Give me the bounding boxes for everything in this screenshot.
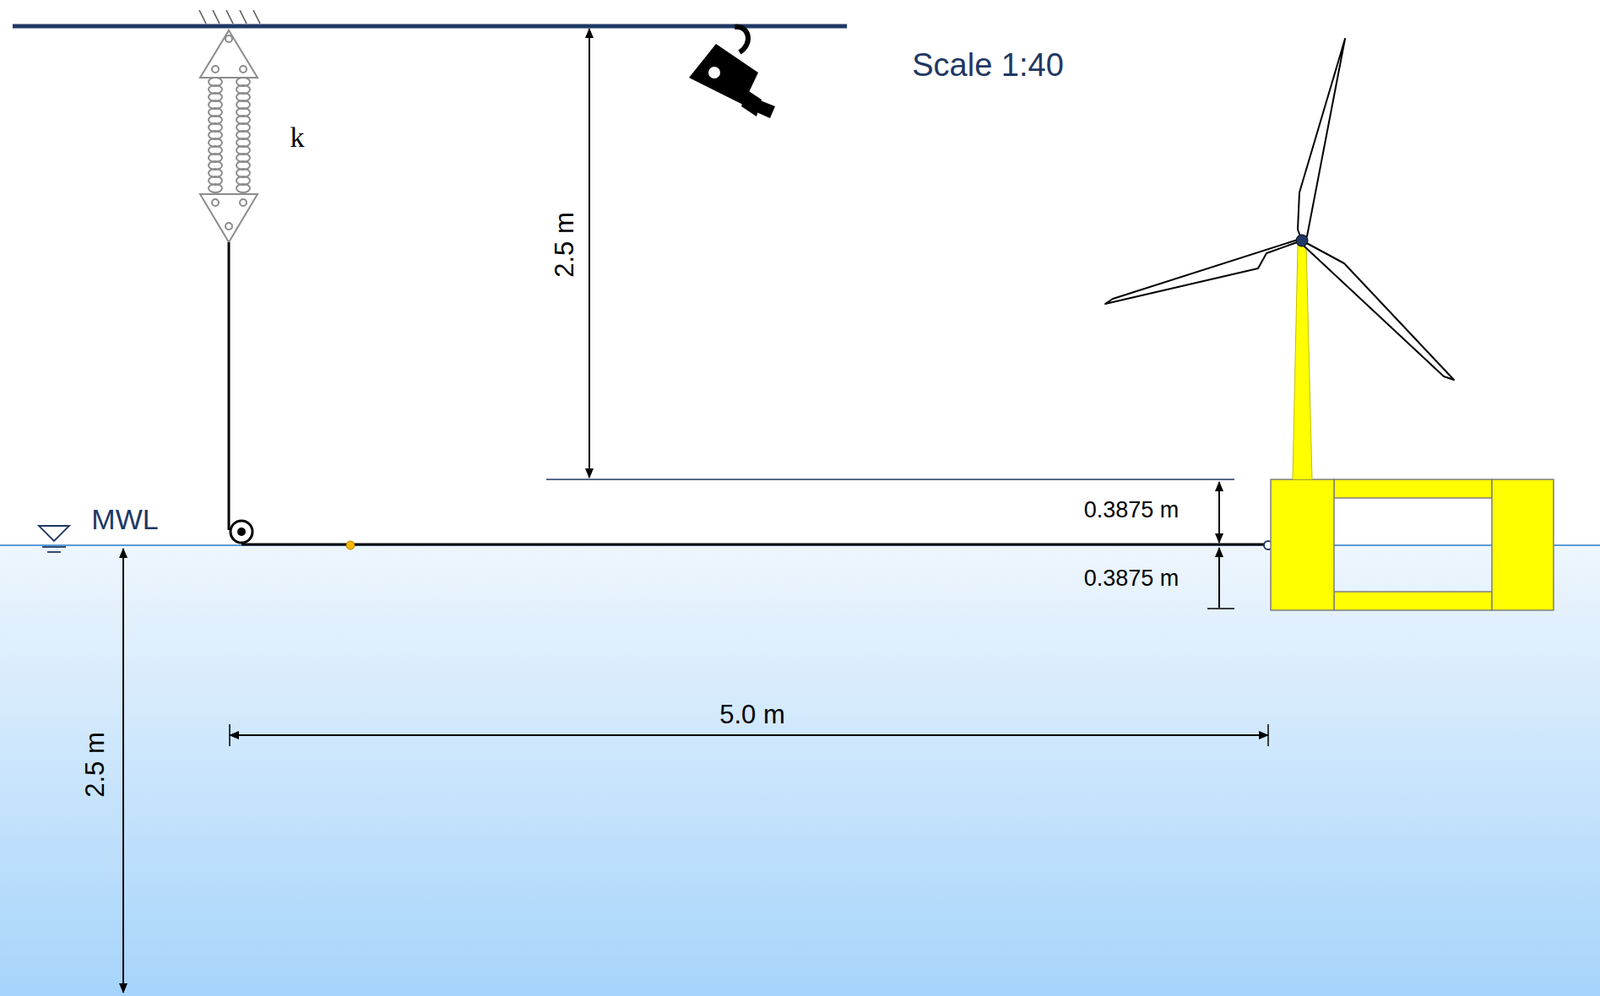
spring-stiffness-label: k: [290, 123, 305, 152]
dimension-line: [588, 28, 591, 478]
turbine-rotor: [1105, 38, 1454, 380]
dimension-tick: [1267, 724, 1270, 747]
spring-coil: [208, 184, 223, 193]
dimension-label: 0.3875 m: [1084, 498, 1180, 522]
dimension-tick: [1207, 607, 1235, 610]
spring-assembly: [200, 30, 258, 243]
load-cell: [346, 541, 355, 550]
spring-coil: [236, 184, 250, 193]
turbine-tower: [1292, 244, 1313, 480]
dimension-label: 5.0 m: [719, 701, 786, 728]
dimension-tick: [228, 724, 231, 747]
pulley-axle: [237, 527, 246, 537]
ceiling-beam: [12, 24, 847, 29]
camera-icon: [688, 27, 776, 119]
water-level-label: MWL: [91, 504, 158, 534]
dimension-line: [1218, 482, 1221, 543]
mooring-line: [227, 242, 231, 531]
dimension-line: [229, 734, 1269, 737]
pulley: [230, 520, 253, 543]
ceiling-hatch: [199, 10, 261, 24]
dimension-label: 2.5 m: [551, 211, 578, 278]
dimension-line: [122, 548, 125, 993]
scale-note: Scale 1:40: [911, 48, 1064, 82]
water-line: [0, 544, 1600, 547]
water-body: [0, 545, 1600, 996]
turbine-hub: [1296, 234, 1308, 247]
mwl-symbol: [38, 526, 70, 553]
dimension-label: 0.3875 m: [1084, 567, 1180, 591]
mooring-line: [241, 543, 1265, 547]
reference-line: [546, 478, 1235, 481]
dimension-line: [1218, 547, 1221, 608]
floating-platform: [1270, 479, 1554, 611]
dimension-label: 2.5 m: [81, 732, 109, 798]
